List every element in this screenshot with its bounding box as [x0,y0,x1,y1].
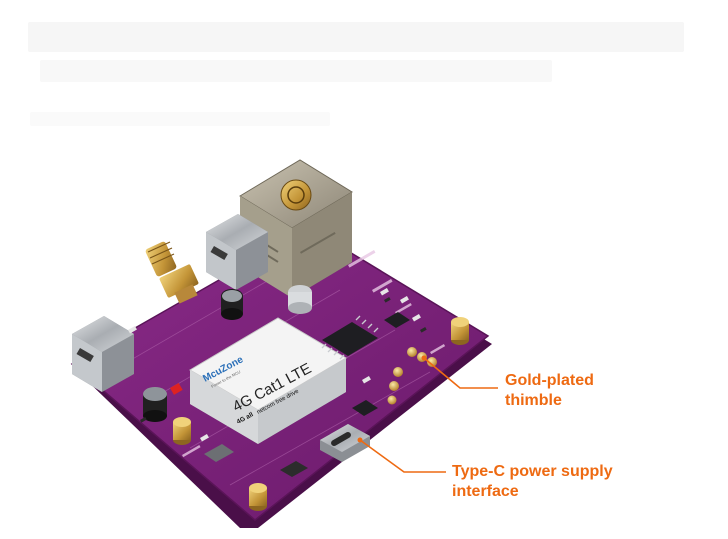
ic-chip-main [321,315,379,360]
gold-thimbles [387,347,437,405]
usb-a-port-top [206,214,268,290]
sma-antenna-connector [145,241,199,304]
type-c-port [320,424,370,462]
callout-typec-line1: Type-C power supply [452,463,613,480]
faded-subheader-band [40,60,552,82]
capacitor-bottom [143,383,183,422]
callout-dot-typec [357,437,363,443]
faded-caption-band [30,112,330,126]
lte-module: McuZone Power to the MCU 4G Cat1 LTE 4G … [189,317,347,444]
callout-lines [359,357,498,473]
callout-dot-thimble [421,355,427,361]
callout-type-c-power: Type-C power supply interface [452,462,613,502]
ic-chip-small [352,312,410,416]
mounting-standoffs [173,317,469,511]
callout-gold-plated-thimble: Gold-plated thimble [505,371,594,411]
usb-a-port-left [72,316,134,392]
callout-typec-line2: interface [452,483,519,500]
smd-components [128,287,427,477]
capacitor-silver [288,285,312,314]
capacitor-top [221,289,243,320]
faded-header-band [28,22,684,52]
callout-gold-line2: thimble [505,392,562,409]
callout-gold-line1: Gold-plated [505,372,594,389]
